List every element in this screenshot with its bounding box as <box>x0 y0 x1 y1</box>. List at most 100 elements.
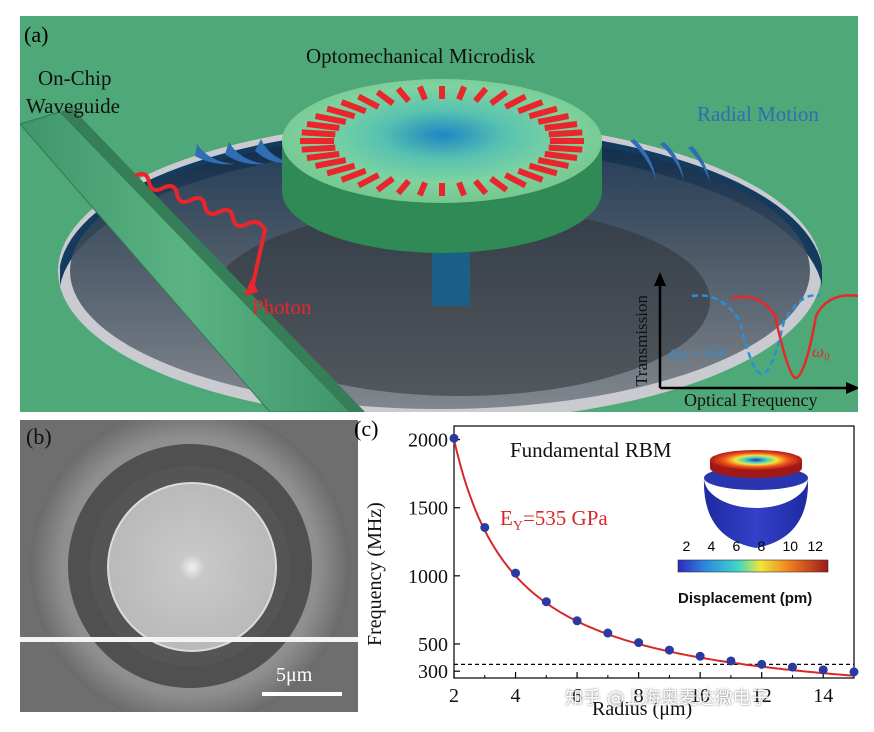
plot-border <box>453 425 855 679</box>
data-point <box>449 433 459 443</box>
y-tick-label: 1000 <box>408 566 448 588</box>
y-tick-label: 300 <box>418 661 448 683</box>
radial-motion-label: Radial Motion <box>697 102 819 126</box>
watermark: 知乎 @上海奥麦达微电子 <box>565 688 769 709</box>
mode-lobe <box>456 85 467 101</box>
mode-lobe <box>326 105 356 120</box>
data-points <box>449 433 859 677</box>
modulus-subscript: Y <box>512 519 523 535</box>
colorbar-tick-label: 10 <box>782 538 799 554</box>
scale-bar-label: 5μm <box>276 664 313 686</box>
data-point <box>818 665 828 675</box>
data-point <box>572 616 582 626</box>
mode-lobe <box>375 89 395 106</box>
mode-lobe <box>375 176 395 193</box>
mode-lobe <box>314 157 347 169</box>
mode-lobe <box>544 151 578 161</box>
mode-lobe <box>417 181 428 197</box>
mode-lobe <box>340 99 367 115</box>
photon-label: Photon <box>252 295 312 319</box>
photon-wave <box>134 172 268 289</box>
waveguide-label-line1: On-Chip <box>38 66 112 90</box>
mode-lobe <box>314 113 347 125</box>
mode-lobe <box>340 167 367 183</box>
colorbar-tick-label: 8 <box>757 538 766 554</box>
photon-arrowhead <box>244 278 258 296</box>
colorbar-tick-label: 4 <box>707 538 716 554</box>
transmission-inset <box>654 272 858 394</box>
shifted-frequency-label: ω₀ – Gx <box>670 342 725 361</box>
x-tick-label: 6 <box>572 685 582 707</box>
data-point <box>849 667 859 677</box>
mode-lobe <box>528 162 558 177</box>
mode-lobe <box>395 179 411 196</box>
data-point <box>511 568 521 578</box>
data-point <box>664 645 674 655</box>
mode-lobe <box>473 86 489 103</box>
mode-lobe <box>489 176 509 193</box>
radial-motion-arrows-left <box>195 139 291 165</box>
mode-lobe <box>504 172 527 189</box>
data-point <box>757 659 767 669</box>
data-point <box>787 662 797 672</box>
modulus-value: =535 GPa <box>522 506 608 530</box>
modulus-symbol: E <box>500 506 513 530</box>
y-tick-label: 500 <box>418 634 448 656</box>
colorbar-tick-label: 6 <box>732 538 741 554</box>
data-point <box>603 628 613 638</box>
mode-lobe <box>517 99 544 115</box>
x-tick-label: 2 <box>449 685 459 707</box>
colorbar-tick-label: 12 <box>807 538 824 554</box>
inset-y-label: Transmission <box>632 294 651 386</box>
mode-lobe <box>456 181 467 197</box>
mode-lobe <box>504 93 527 110</box>
mode-lobe <box>301 129 336 138</box>
x-tick-label: 4 <box>511 685 521 707</box>
data-point <box>634 638 644 648</box>
whispering-gallery-mode <box>300 85 584 197</box>
mode-lobe <box>544 121 578 131</box>
x-tick-label: 14 <box>813 685 833 707</box>
mode-lobe <box>548 129 583 138</box>
x-tick-label: 8 <box>634 685 644 707</box>
colorbar <box>677 559 829 573</box>
mode-lobe <box>548 144 583 153</box>
y-axis-label: Frequency (MHz) <box>364 502 386 646</box>
data-point <box>480 522 490 532</box>
resonance-frequency-label: ω₀ <box>812 342 830 361</box>
waveguide-sem <box>20 637 358 642</box>
mode-lobe <box>306 121 340 131</box>
mode-lobe <box>517 167 544 183</box>
y-tick-label: 2000 <box>408 430 448 452</box>
y-axis: 300 500 1000 1500 2000 <box>408 430 460 683</box>
x-axis-label: Radius (μm) <box>592 698 693 720</box>
microdisk-illustration <box>20 79 858 412</box>
mode-lobe <box>357 172 380 189</box>
mode-lobe <box>301 144 336 153</box>
scale-bar <box>262 692 342 696</box>
mode-lobe <box>395 86 411 103</box>
waveguide-label-line2: Waveguide <box>26 94 120 118</box>
mode-lobe <box>306 151 340 161</box>
panel-label-b: (b) <box>26 424 52 449</box>
panel-a-illustration: (a) Optomechanical Microdisk On-Chip Wav… <box>20 16 858 412</box>
mode-lobe <box>537 157 570 169</box>
mode-lobe <box>357 93 380 110</box>
panel-label-c: (c) <box>354 416 379 441</box>
colorbar-label: Displacement (pm) <box>678 590 813 607</box>
resonance-curve <box>731 294 858 380</box>
x-tick-label: 10 <box>690 685 710 707</box>
rbm-annotation: Fundamental RBM <box>510 438 672 462</box>
panel-b-micrograph: (b) 5μm <box>20 420 358 712</box>
data-point <box>695 651 705 661</box>
inset-x-label: Optical Frequency <box>684 390 818 410</box>
mode-lobe <box>417 85 428 101</box>
y-tick-label: 1500 <box>408 498 448 520</box>
mode-lobe <box>528 105 558 120</box>
data-point <box>541 597 551 607</box>
sem-image <box>20 420 358 712</box>
mode-lobe <box>489 89 509 106</box>
